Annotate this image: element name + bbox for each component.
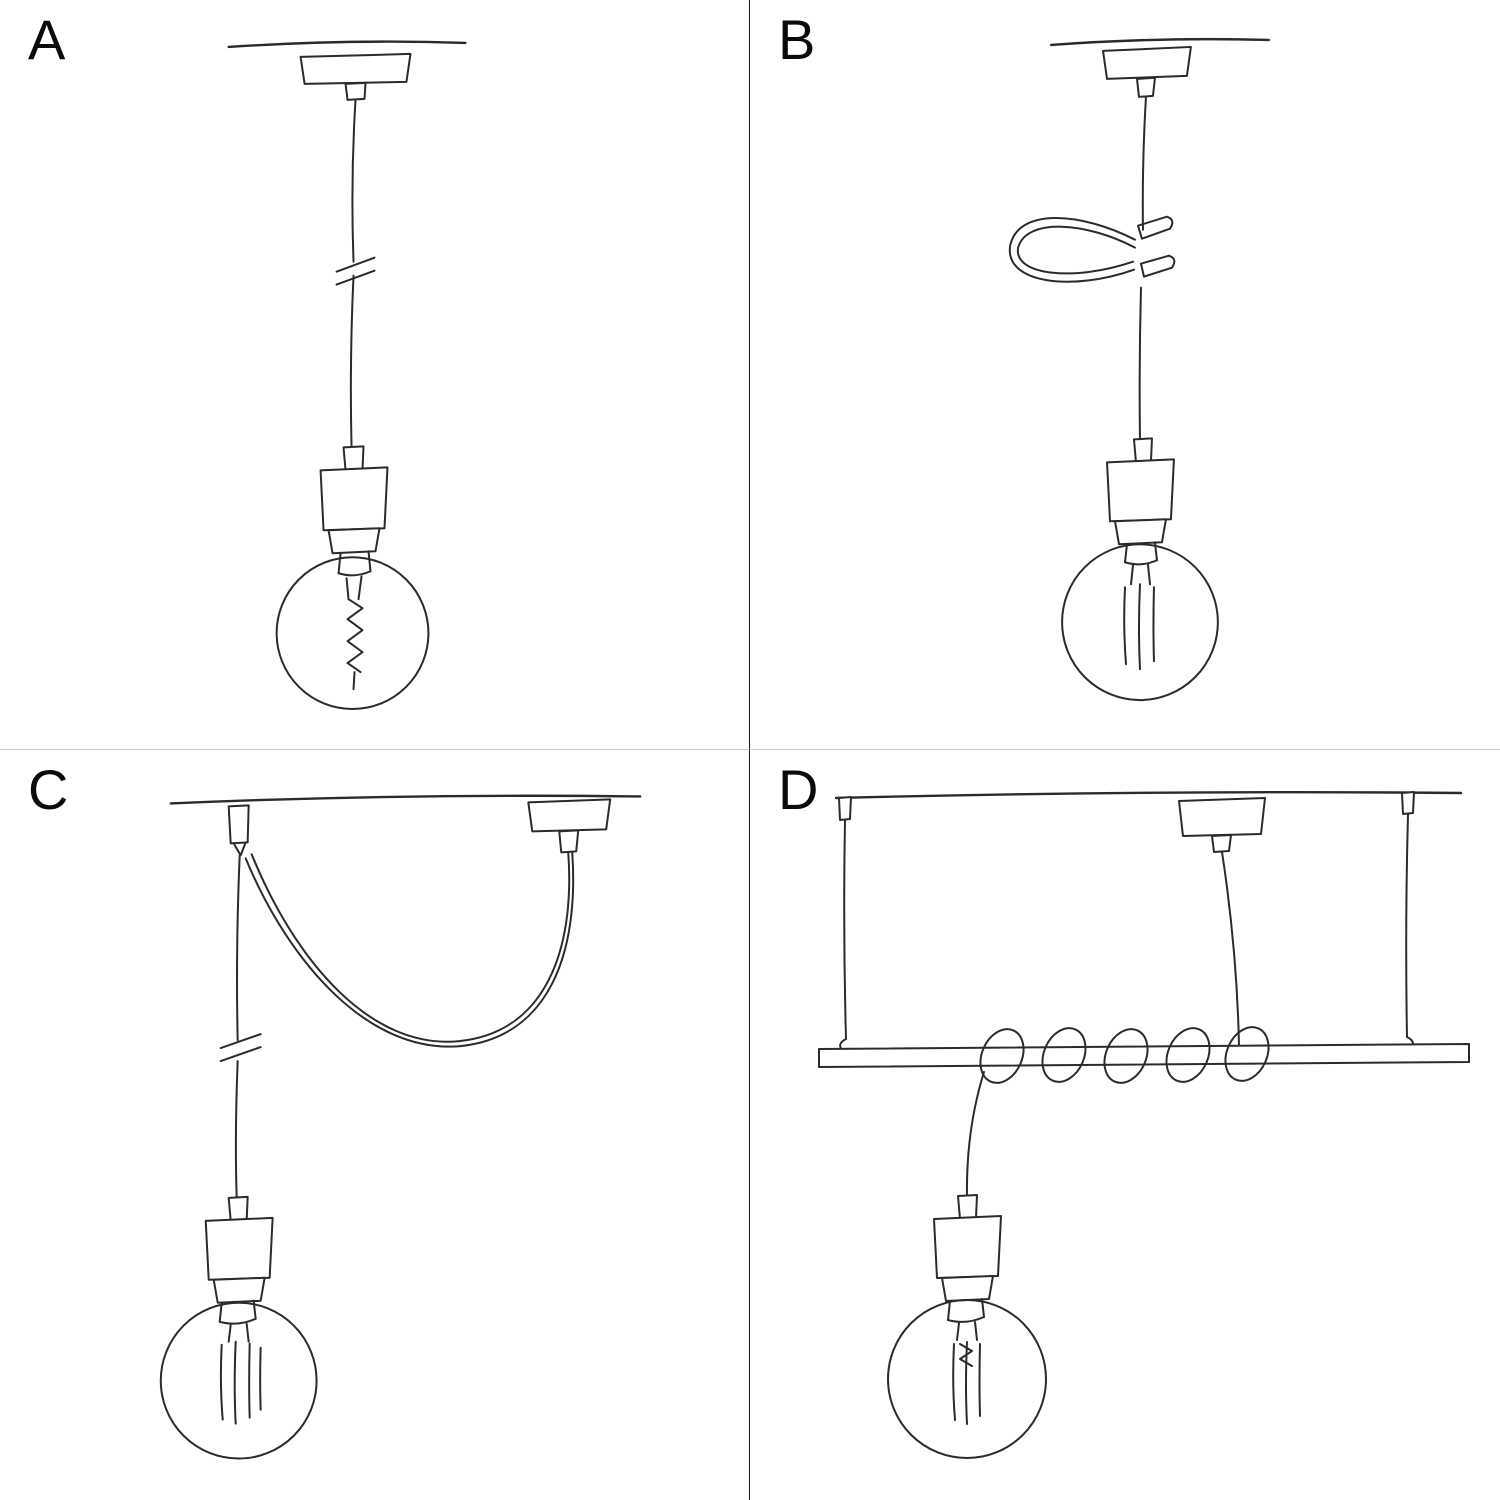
ceiling-line xyxy=(227,40,467,49)
lamp-holder xyxy=(1106,437,1175,546)
light-bulb xyxy=(887,1298,1047,1459)
swag-cable xyxy=(244,851,575,1048)
ceiling-line xyxy=(834,790,1463,800)
lamp-holder xyxy=(933,1194,1002,1302)
bulb-filament xyxy=(952,1321,981,1425)
light-bulb xyxy=(1061,541,1219,702)
lamp-holder xyxy=(204,1195,274,1304)
diagram-a-straight-pendant xyxy=(227,40,467,711)
panel-b: B xyxy=(750,0,1500,750)
pendant-cable xyxy=(234,854,241,1199)
drop-cable-from-rose xyxy=(1221,851,1240,1047)
ceiling-rose xyxy=(299,52,412,101)
pendant-cable xyxy=(349,98,357,449)
light-bulb xyxy=(159,1299,318,1460)
cable-length-break-marks xyxy=(219,1033,262,1063)
bulb-filament xyxy=(345,575,364,691)
panel-a: A xyxy=(0,0,750,750)
decorative-cable-loop xyxy=(1008,217,1136,283)
ceiling-rose xyxy=(527,798,612,854)
ceiling-rose xyxy=(1178,797,1266,853)
swag-hook xyxy=(227,804,250,857)
panel-label-c: C xyxy=(28,758,70,821)
bulb-filament xyxy=(219,1322,262,1425)
light-bulb xyxy=(275,550,430,711)
suspension-cable-left xyxy=(838,796,852,1052)
ceiling-line xyxy=(1049,37,1271,47)
diagram-d-bar-wrapped-pendant xyxy=(818,790,1470,1459)
pendant-cable xyxy=(965,1071,985,1197)
panel-label-b: B xyxy=(778,8,817,71)
diagram-c-swag-pendant xyxy=(159,794,642,1460)
suspension-cable-right xyxy=(1401,791,1415,1049)
lamp-holder xyxy=(319,445,389,555)
cable-length-break-marks xyxy=(335,256,376,286)
crossbar xyxy=(818,1043,1470,1068)
ceiling-rose xyxy=(1102,45,1192,98)
cable-coils xyxy=(979,1026,1270,1084)
diagram-b-pendant-with-cable-clip xyxy=(1008,37,1271,702)
pendant-cable xyxy=(1138,95,1147,441)
cable-clip xyxy=(1136,215,1176,278)
panel-c: C xyxy=(0,750,750,1500)
panel-label-a: A xyxy=(28,8,67,71)
panel-label-d: D xyxy=(778,758,820,821)
panel-d: D xyxy=(750,750,1500,1500)
bulb-filament xyxy=(1123,563,1155,671)
ceiling-line xyxy=(169,794,642,805)
